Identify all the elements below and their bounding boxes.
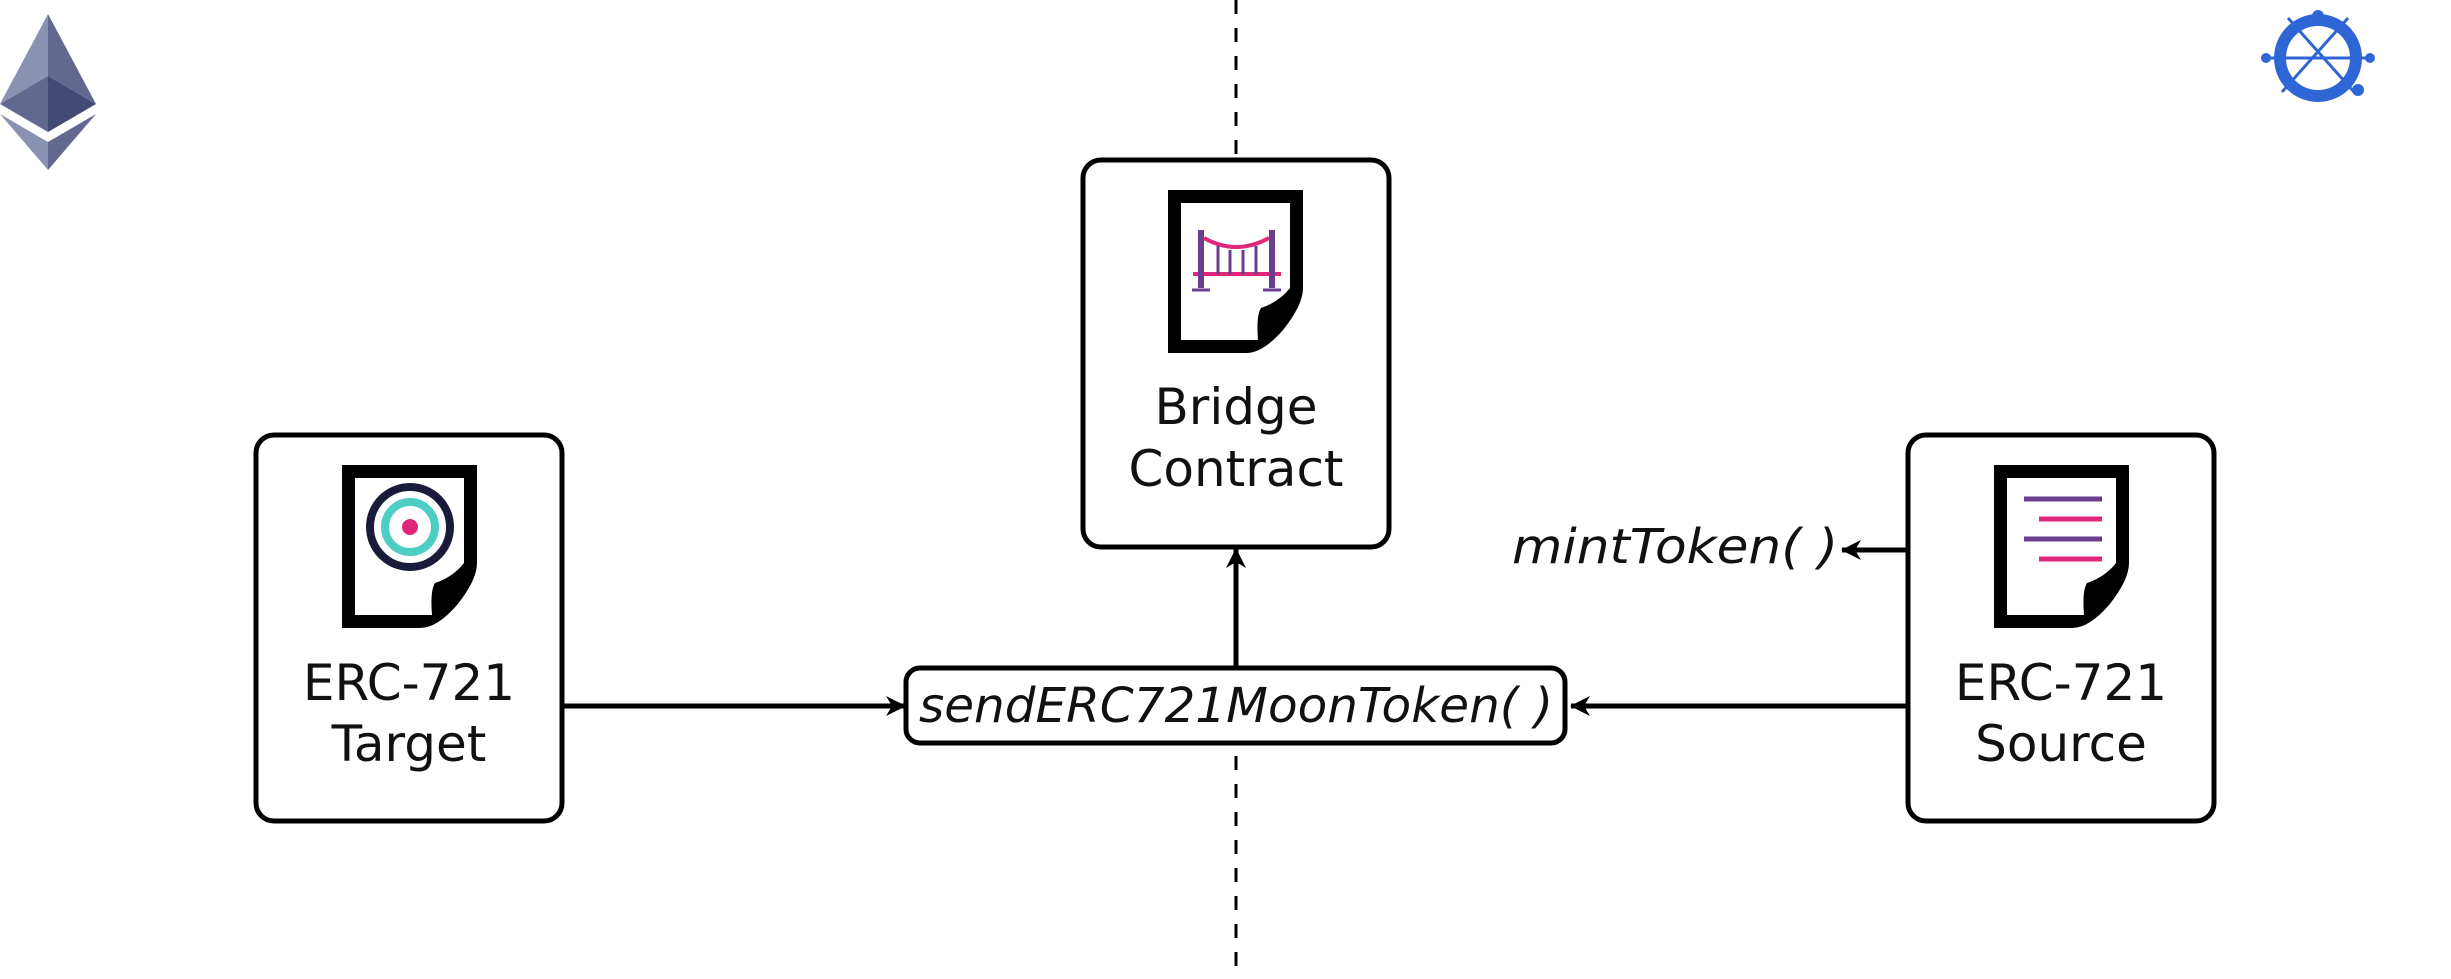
target-label-line1: ERC-721 [303,654,515,712]
bridge-contract-node: Bridge Contract [1080,157,1392,550]
bridge-document-icon [1168,190,1303,353]
target-label-line2: Target [331,715,487,773]
target-document-icon [342,465,477,628]
source-label-line2: Source [1975,715,2147,773]
send-function-label: sendERC721MoonToken( ) [919,678,1553,734]
ethereum-logo-icon [0,14,96,170]
moonbeam-logo-icon [2261,10,2375,102]
erc721-source-node: ERC-721 Source [1905,432,2217,824]
source-document-icon [1994,465,2129,628]
erc721-target-node: ERC-721 Target [253,432,565,824]
bridge-label-line1: Bridge [1155,378,1318,436]
send-function-node: sendERC721MoonToken( ) [903,665,1568,746]
bridge-label-line2: Contract [1128,440,1343,498]
mint-function-label: mintToken( ) [1512,519,1838,575]
source-label-line1: ERC-721 [1955,654,2167,712]
